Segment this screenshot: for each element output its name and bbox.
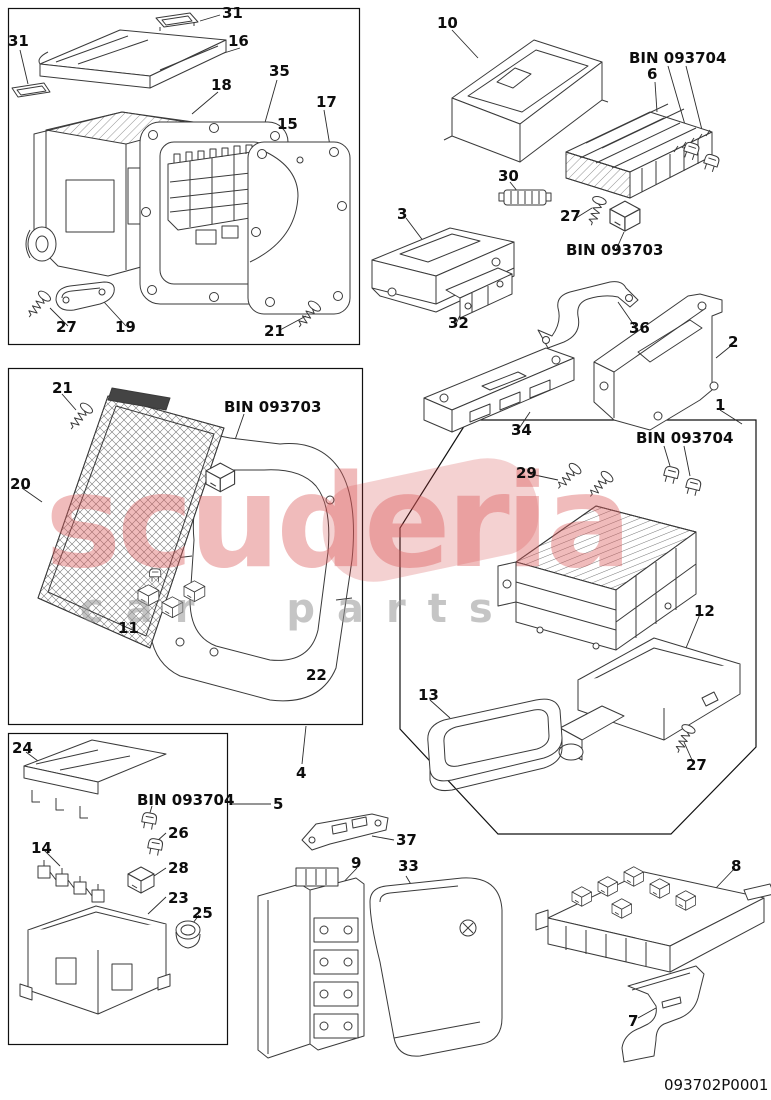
part-19-bracket: [55, 281, 115, 311]
part-9-fuse-holder: [257, 867, 365, 1059]
part-14-terminal-strip: [37, 860, 105, 903]
callout-37: 37: [396, 831, 417, 849]
callout-5: 5: [273, 795, 284, 813]
callout-6: 6: [647, 65, 658, 83]
part-15-fuse-block: [167, 144, 263, 245]
callout-27-c: 27: [686, 756, 707, 774]
callout-3: 3: [397, 205, 408, 223]
bin-label-093704-top: BIN 093704: [629, 49, 727, 67]
part-34-support-bracket: [423, 347, 575, 433]
part-37-retainer: [301, 813, 389, 851]
part-32-bracket: [445, 267, 513, 319]
callout-14: 14: [31, 839, 52, 857]
part-25-cap: [175, 920, 201, 949]
part-29-screws: [552, 460, 616, 502]
part-2-mounting-bracket: [593, 293, 723, 431]
callout-23: 23: [168, 889, 189, 907]
callout-35: 35: [269, 62, 290, 80]
callout-26: 26: [168, 824, 189, 842]
callout-32: 32: [448, 314, 469, 332]
callout-27-a: 27: [56, 318, 77, 336]
part-7-bracket: [621, 965, 705, 1063]
bin-label-093703-mid: BIN 093703: [224, 398, 322, 416]
frame-middle-right: [399, 419, 757, 835]
callout-7: 7: [628, 1012, 639, 1030]
part-23-housing-box: [19, 905, 171, 1015]
part-bin-093704-fuses-mid: [661, 465, 703, 497]
callout-12: 12: [694, 602, 715, 620]
bin-label-093704-bottom: BIN 093704: [137, 791, 235, 809]
callout-2: 2: [728, 333, 739, 351]
callout-21-b: 21: [52, 379, 73, 397]
callout-33: 33: [398, 857, 419, 875]
callout-19: 19: [115, 318, 136, 336]
callout-25: 25: [192, 904, 213, 922]
callout-21-a: 21: [264, 322, 285, 340]
part-27-screw-a: [23, 288, 53, 322]
part-36-bracket: [537, 281, 639, 349]
part-33-cover-shell: [369, 877, 503, 1057]
callout-30: 30: [498, 167, 519, 185]
callout-27-b: 27: [560, 207, 581, 225]
part-1-fuse-box: [497, 505, 697, 651]
callout-4: 4: [296, 764, 307, 782]
callout-8: 8: [731, 857, 742, 875]
callout-10: 10: [437, 14, 458, 32]
callout-17: 17: [316, 93, 337, 111]
part-13-seal: [427, 698, 563, 791]
part-6-fuse-carrier: [565, 103, 713, 199]
callout-15: 15: [277, 115, 298, 133]
frame-middle-left: [7, 367, 364, 726]
bin-label-093704-mid: BIN 093704: [636, 429, 734, 447]
callout-9: 9: [351, 854, 362, 872]
callout-22: 22: [306, 666, 327, 684]
frame-boxes: [7, 7, 757, 1046]
part-16-top-cover: [38, 29, 227, 89]
callout-28: 28: [168, 859, 189, 877]
part-31-clip-left: [11, 82, 51, 98]
part-24-cover-lid: [23, 739, 167, 819]
callout-29: 29: [516, 464, 537, 482]
part-30-connector: [498, 189, 552, 206]
part-bin-093703-relay-top: [609, 200, 641, 232]
callout-31-left: 31: [8, 32, 29, 50]
callout-34: 34: [511, 421, 532, 439]
part-12-housing-lower: [558, 637, 741, 761]
callout-18: 18: [211, 76, 232, 94]
part-bin-093704-fuse-bottom: [140, 811, 158, 831]
frame-bottom-left: [7, 732, 229, 1046]
part-17-mounting-plate: [247, 141, 351, 315]
part-31-clip-top: [155, 12, 199, 31]
frame-top-left: [7, 7, 361, 346]
callout-13: 13: [418, 686, 439, 704]
callout-1: 1: [715, 396, 726, 414]
leader-lines: [19, 14, 743, 1019]
diagram-code: 093702P0001: [664, 1076, 769, 1094]
part-3-bracket: [371, 227, 515, 313]
callout-16: 16: [228, 32, 249, 50]
bin-label-093703-top: BIN 093703: [566, 241, 664, 259]
callout-24: 24: [12, 739, 33, 757]
part-20-mesh-panel: [37, 387, 225, 649]
callout-31-top: 31: [222, 4, 243, 22]
part-27-screw-b: [584, 194, 608, 228]
part-10-battery-cover: [443, 39, 609, 163]
callout-36: 36: [629, 319, 650, 337]
callout-20: 20: [10, 475, 31, 493]
callout-11: 11: [118, 619, 139, 637]
part-21-screw-b: [65, 400, 95, 434]
part-8-relay-carrier: [535, 866, 771, 973]
part-28-relay: [127, 866, 155, 894]
part-26-fuse: [146, 837, 164, 857]
